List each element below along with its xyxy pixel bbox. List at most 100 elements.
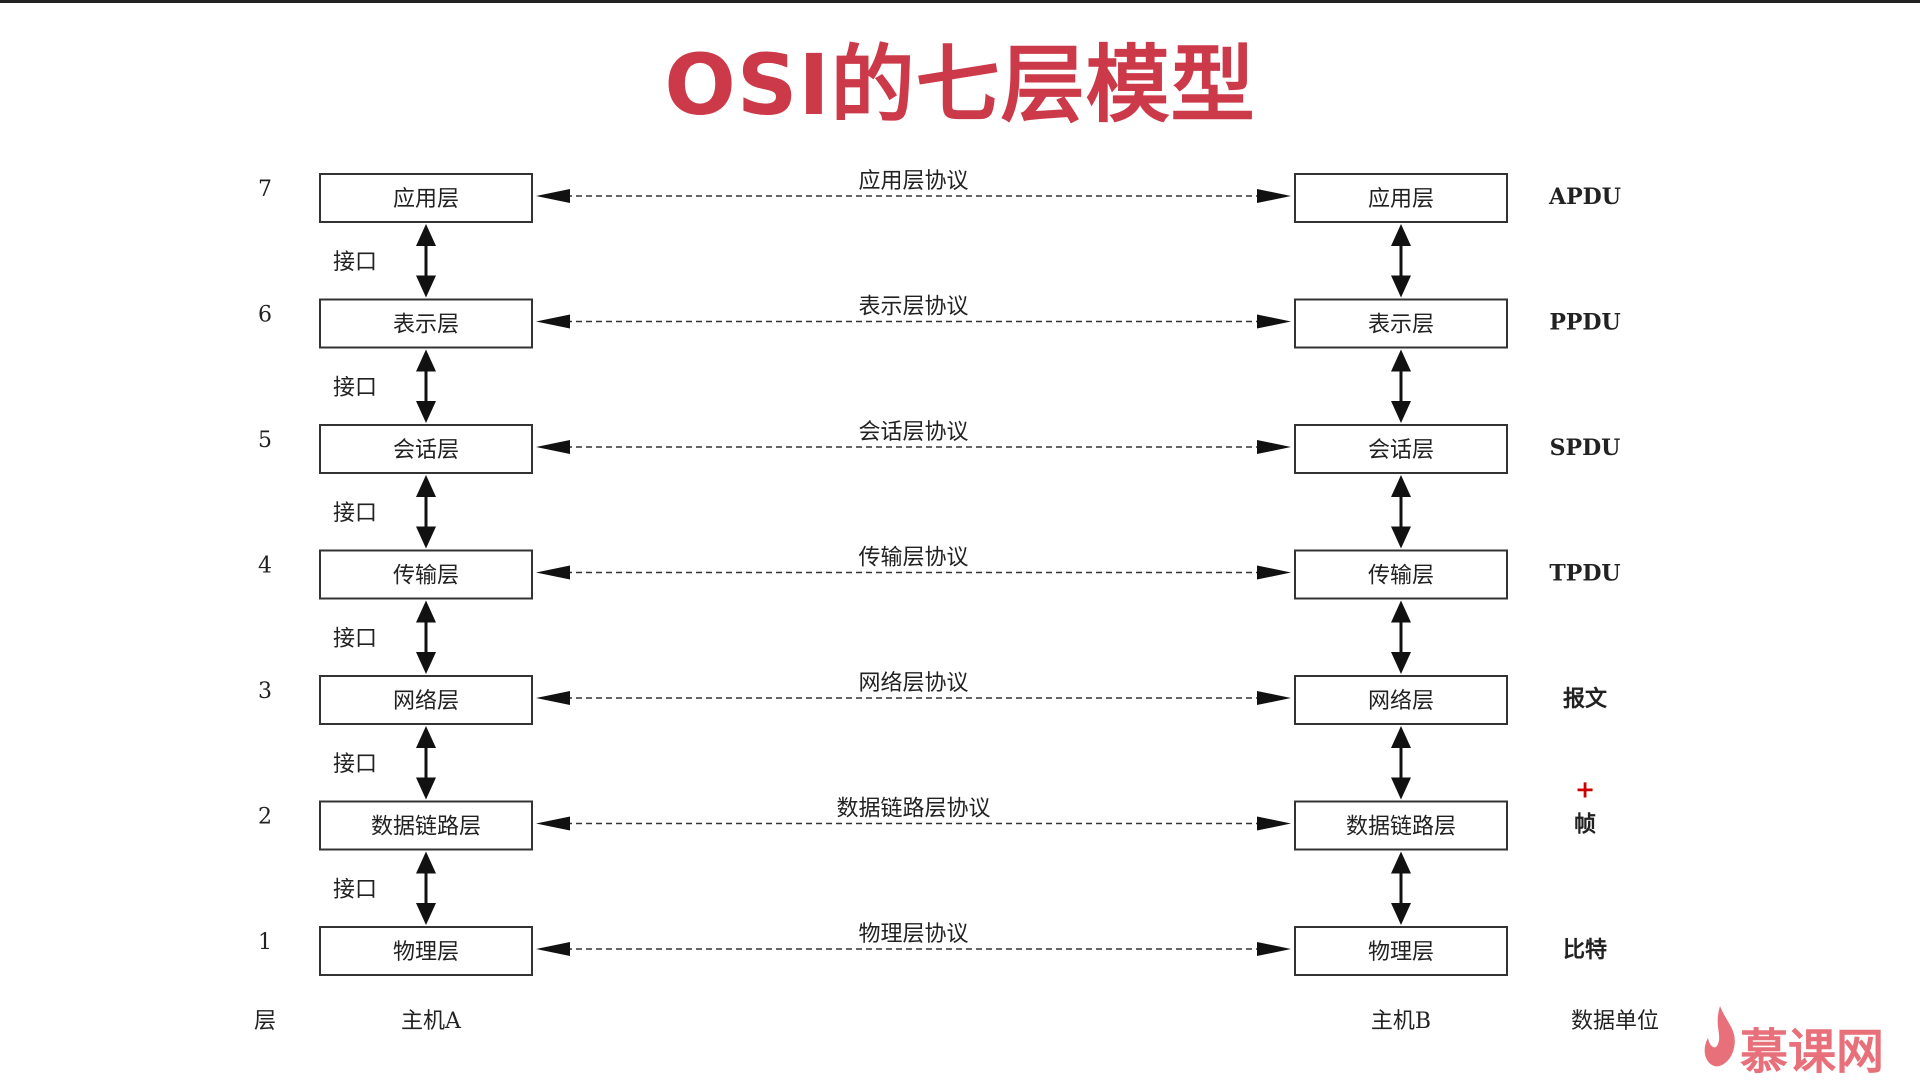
data-unit-label: 报文 — [1563, 686, 1608, 712]
host-a-interface-arrow-up — [416, 600, 436, 623]
host-a-interface-arrow-down — [416, 652, 436, 674]
layer-number: 3 — [258, 679, 272, 704]
host-b-layer-box — [1294, 173, 1508, 223]
host-b-interface-arrow-up — [1391, 600, 1411, 623]
host-b-interface-arrow-down — [1391, 275, 1411, 298]
protocol-arrow-right — [1257, 314, 1291, 329]
host-b-layer-box — [1294, 675, 1508, 725]
host-a-interface-arrow-down — [416, 777, 436, 800]
top-border — [0, 0, 1920, 3]
host-b-interface-arrow-up — [1391, 349, 1411, 372]
host-b-layer-box — [1294, 424, 1508, 474]
protocol-arrow-left — [536, 314, 570, 329]
host-b-interface-arrow-down — [1391, 903, 1411, 925]
protocol-arrow-left — [536, 816, 570, 831]
data-unit-label: 比特 — [1563, 937, 1607, 963]
host-b-layer-box — [1294, 298, 1508, 349]
host-a-layer-label: 会话层 — [393, 438, 459, 463]
interface-label: 接口 — [333, 877, 377, 902]
data-unit-label: TPDU — [1549, 561, 1620, 587]
protocol-arrow-right — [1257, 565, 1291, 580]
host-b-interface-arrow-down — [1391, 401, 1411, 423]
protocol-arrow-left — [536, 691, 570, 705]
host-b-layer-label: 表示层 — [1368, 313, 1434, 338]
host-b-layer-label: 数据链路层 — [1346, 815, 1456, 840]
host-b-interface-arrow-up — [1391, 224, 1411, 246]
data-unit-label: PPDU — [1549, 310, 1620, 336]
layer-number: 1 — [258, 930, 272, 955]
data-unit-label: 帧 — [1574, 812, 1596, 838]
host-a-interface-arrow-down — [416, 401, 436, 423]
host-b-interface-arrow-up — [1391, 475, 1411, 497]
protocol-label: 物理层协议 — [858, 922, 968, 947]
protocol-arrow-right — [1257, 816, 1291, 831]
host-a-layer-label: 物理层 — [393, 940, 459, 965]
host-a-layer-label: 表示层 — [393, 313, 459, 338]
plus-mark: + — [1575, 776, 1595, 804]
protocol-label: 应用层协议 — [858, 169, 968, 194]
footer-layer-label: 层 — [254, 1009, 276, 1034]
host-a-layer-label: 网络层 — [393, 689, 459, 714]
interface-label: 接口 — [333, 250, 377, 275]
protocol-label: 会话层协议 — [858, 420, 968, 445]
protocol-label: 网络层协议 — [858, 671, 968, 696]
layer-number: 5 — [258, 428, 272, 453]
footer-host-a: 主机A — [401, 1009, 462, 1034]
flame-icon — [1704, 1006, 1735, 1067]
layer-number: 2 — [258, 805, 272, 830]
data-unit-label: SPDU — [1550, 435, 1621, 461]
host-b-interface-arrow-up — [1391, 851, 1411, 874]
host-a-layer-box — [319, 549, 533, 600]
host-b-layer-label: 物理层 — [1368, 940, 1434, 965]
interface-label: 接口 — [333, 752, 377, 777]
host-a-interface-arrow-down — [416, 903, 436, 925]
host-b-layer-box — [1294, 549, 1508, 600]
host-a-layer-box — [319, 800, 533, 851]
host-a-layer-box — [319, 424, 533, 474]
protocol-arrow-left — [536, 440, 570, 454]
interface-label: 接口 — [333, 375, 377, 400]
page-title: OSI的七层模型 — [664, 36, 1256, 134]
layer-number: 4 — [258, 554, 272, 579]
layer-number: 6 — [258, 303, 272, 328]
host-a-interface-arrow-down — [416, 526, 436, 549]
host-a-interface-arrow-up — [416, 851, 436, 874]
footer-data-unit: 数据单位 — [1571, 1009, 1659, 1034]
host-b-layer-label: 应用层 — [1368, 187, 1434, 212]
layer-number: 7 — [258, 177, 272, 202]
host-b-layer-label: 网络层 — [1368, 689, 1434, 714]
protocol-arrow-right — [1257, 942, 1291, 956]
protocol-label: 表示层协议 — [858, 295, 968, 320]
host-b-layer-label: 会话层 — [1368, 438, 1434, 463]
protocol-label: 数据链路层协议 — [836, 797, 990, 822]
host-a-layer-box — [319, 298, 533, 349]
host-a-layer-box — [319, 675, 533, 725]
host-b-layer-box — [1294, 800, 1508, 851]
host-a-layer-label: 传输层 — [393, 564, 459, 589]
protocol-arrow-right — [1257, 691, 1291, 705]
protocol-label: 传输层协议 — [858, 546, 968, 571]
host-b-interface-arrow-down — [1391, 777, 1411, 800]
host-a-interface-arrow-down — [416, 275, 436, 298]
protocol-arrow-left — [536, 189, 570, 203]
protocol-arrow-left — [536, 942, 570, 956]
interface-label: 接口 — [333, 501, 377, 526]
host-b-interface-arrow-down — [1391, 526, 1411, 549]
protocol-arrow-right — [1257, 440, 1291, 454]
host-b-layer-box — [1294, 926, 1508, 976]
host-a-layer-box — [319, 926, 533, 976]
watermark-logo: 慕课网 — [1740, 1024, 1885, 1080]
host-a-layer-label: 应用层 — [393, 187, 459, 212]
protocol-arrow-right — [1257, 189, 1291, 203]
interface-label: 接口 — [333, 626, 377, 651]
protocol-arrow-left — [536, 565, 570, 580]
host-a-interface-arrow-up — [416, 726, 436, 748]
host-a-interface-arrow-up — [416, 349, 436, 372]
host-b-interface-arrow-down — [1391, 652, 1411, 674]
host-a-interface-arrow-up — [416, 475, 436, 497]
host-b-layer-label: 传输层 — [1368, 564, 1434, 589]
data-unit-label: APDU — [1548, 184, 1621, 210]
host-a-layer-label: 数据链路层 — [371, 815, 481, 840]
host-b-interface-arrow-up — [1391, 726, 1411, 748]
